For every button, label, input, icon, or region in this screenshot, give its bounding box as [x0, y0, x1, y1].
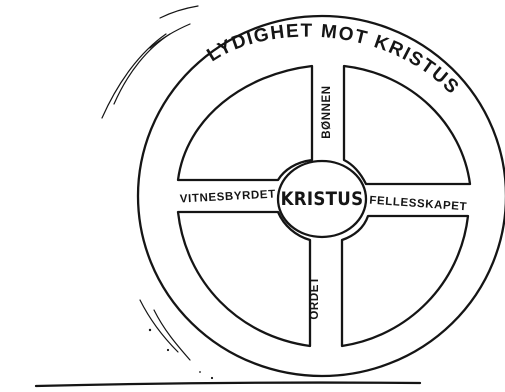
wheel-quadrant-bottom-left — [178, 212, 310, 346]
spoke-label-top: BØNNEN — [321, 85, 333, 138]
spoke-label-right: FELLESSKAPET — [369, 195, 468, 214]
spoke-label-left: VITNESBYRDET — [180, 188, 277, 205]
rim-label: LYDIGHET MOT KRISTUS — [203, 21, 463, 99]
wheel-quadrant-top-left — [178, 66, 312, 180]
ground-line — [36, 383, 420, 386]
rim-label-path: LYDIGHET MOT KRISTUS — [203, 21, 463, 99]
hub-label: KRISTUS — [281, 189, 364, 210]
spoke-label-bottom: ORDET — [309, 276, 321, 319]
